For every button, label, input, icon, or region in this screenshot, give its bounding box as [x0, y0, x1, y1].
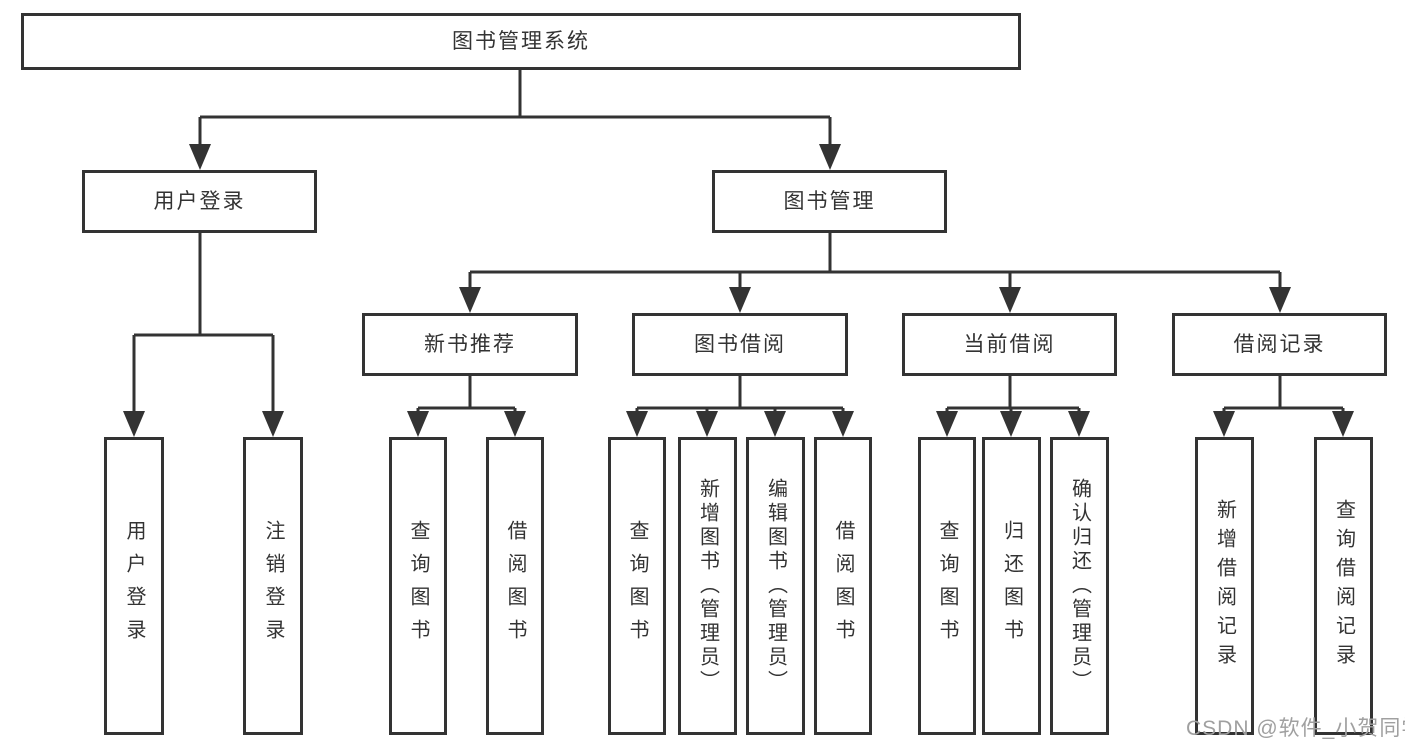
node-label: 新增借阅记录: [1213, 499, 1236, 673]
arrowhead-icon: [999, 287, 1021, 313]
node-label: 查询图书: [626, 520, 648, 652]
arrowhead-icon: [1269, 287, 1291, 313]
node-label: 图书管理系统: [452, 30, 590, 53]
connector-root: [189, 70, 841, 170]
node-label: 查询图书: [407, 520, 429, 652]
arrowhead-icon: [504, 411, 526, 437]
node-label: 新增图书（管理员）: [696, 478, 719, 694]
node-borrow-records: 借阅记录: [1172, 313, 1387, 376]
node-label: 查询图书: [936, 520, 958, 652]
node-label: 用户登录: [153, 190, 246, 213]
node-leaf-borrow-books: 借阅图书: [486, 437, 544, 735]
node-book-borrow: 图书借阅: [632, 313, 848, 376]
node-leaf-query-books: 查询图书: [608, 437, 666, 735]
arrowhead-icon: [1068, 411, 1090, 437]
node-leaf-edit-books-admin: 编辑图书（管理员）: [746, 437, 805, 735]
connector-borrow-records: [1213, 376, 1354, 437]
node-label: 借阅记录: [1233, 333, 1326, 356]
node-user-login-group: 用户登录: [82, 170, 317, 233]
connector-book-borrow: [626, 376, 854, 437]
connector-current-borrow: [936, 376, 1090, 437]
arrowhead-icon: [262, 411, 284, 437]
node-label: 确认归还（管理员）: [1068, 478, 1091, 694]
node-label: 归还图书: [1000, 520, 1023, 652]
node-label: 新书推荐: [424, 333, 516, 356]
arrowhead-icon: [459, 287, 481, 313]
arrowhead-icon: [936, 411, 958, 437]
connector-user-login: [123, 233, 284, 437]
arrowhead-icon: [764, 411, 786, 437]
node-leaf-logout: 注销登录: [243, 437, 303, 735]
arrowhead-icon: [1213, 411, 1235, 437]
node-new-book-recommend: 新书推荐: [362, 313, 578, 376]
arrowhead-icon: [626, 411, 648, 437]
node-leaf-query-borrow-record: 查询借阅记录: [1314, 437, 1373, 735]
node-label: 图书借阅: [694, 333, 786, 356]
arrowhead-icon: [407, 411, 429, 437]
node-library-management-system: 图书管理系统: [21, 13, 1021, 70]
arrowhead-icon: [729, 287, 751, 313]
node-current-borrow: 当前借阅: [902, 313, 1117, 376]
connector-book-management: [459, 233, 1291, 313]
node-label: 图书管理: [783, 190, 876, 213]
node-leaf-return-books: 归还图书: [982, 437, 1041, 735]
node-leaf-add-books-admin: 新增图书（管理员）: [678, 437, 737, 735]
arrowhead-icon: [696, 411, 718, 437]
arrowhead-icon: [832, 411, 854, 437]
arrowhead-icon: [123, 411, 145, 437]
connector-new-book-recommend: [407, 376, 526, 437]
node-leaf-query-books: 查询图书: [918, 437, 976, 735]
node-label: 当前借阅: [963, 333, 1056, 356]
node-leaf-user-login: 用户登录: [104, 437, 164, 735]
arrowhead-icon: [1332, 411, 1354, 437]
arrowhead-icon: [819, 144, 841, 170]
node-label: 用户登录: [123, 520, 145, 652]
node-book-management: 图书管理: [712, 170, 947, 233]
node-leaf-query-books: 查询图书: [389, 437, 447, 735]
node-leaf-confirm-return-admin: 确认归还（管理员）: [1050, 437, 1109, 735]
arrowhead-icon: [189, 144, 211, 170]
node-label: 注销登录: [262, 520, 284, 652]
node-label: 借阅图书: [832, 520, 854, 652]
csdn-watermark: CSDN @软件_小贺同学: [1186, 717, 1405, 740]
node-leaf-add-borrow-record: 新增借阅记录: [1195, 437, 1254, 735]
node-label: 查询借阅记录: [1332, 499, 1355, 673]
node-label: 编辑图书（管理员）: [764, 478, 787, 694]
node-label: 借阅图书: [504, 520, 526, 652]
arrowhead-icon: [1000, 411, 1022, 437]
node-leaf-borrow-books: 借阅图书: [814, 437, 872, 735]
